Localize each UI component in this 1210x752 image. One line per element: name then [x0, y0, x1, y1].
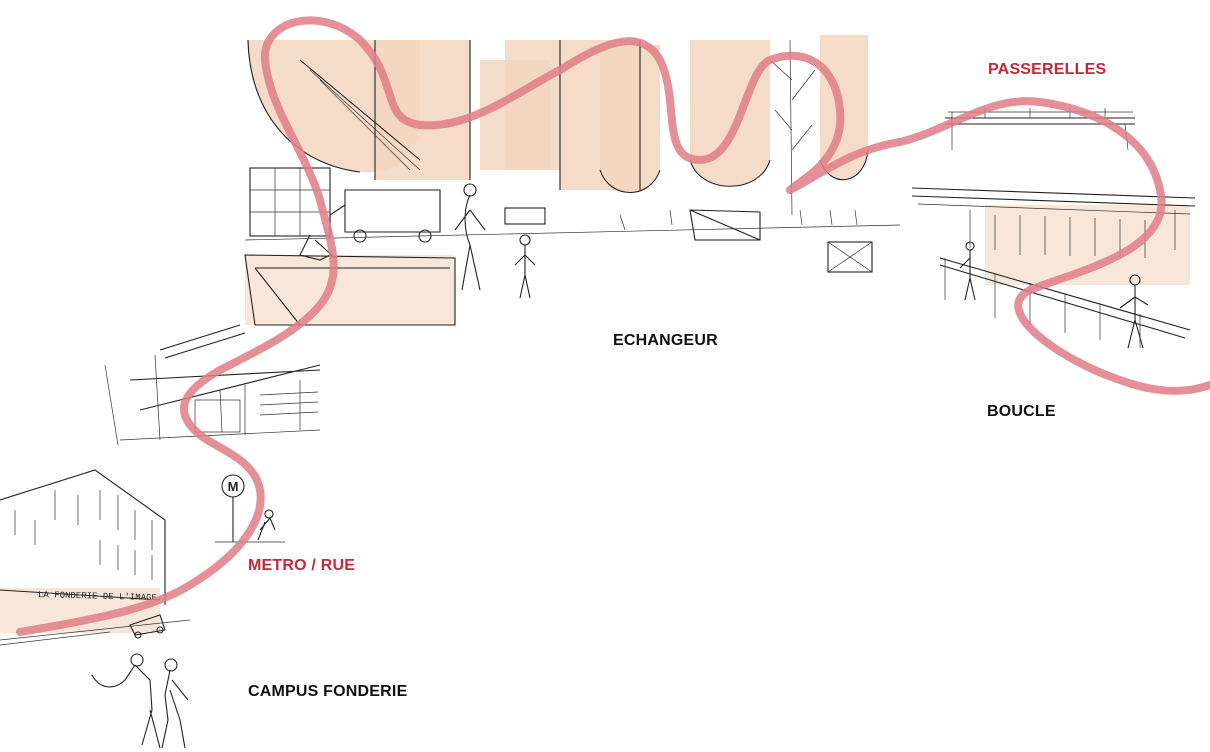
metro-sign: M — [215, 474, 285, 543]
facade-sign: LA FONDERIE DE L'IMAGE — [38, 590, 157, 603]
boucle-sketch — [911, 187, 1196, 349]
label-campus-fonderie: CAMPUS FONDERIE — [248, 683, 408, 700]
label-metro-rue: METRO / RUE — [248, 557, 356, 574]
fonderie-sketch: LA FONDERIE DE L'IMAGE — [0, 469, 191, 749]
metro-sign-letter: M — [228, 479, 239, 494]
label-boucle: BOUCLE — [987, 403, 1056, 420]
label-passerelles: PASSERELLES — [988, 61, 1107, 78]
route-path — [16, 16, 1210, 636]
label-echangeur: ECHANGEUR — [613, 332, 718, 349]
highway-sketch — [104, 324, 321, 446]
